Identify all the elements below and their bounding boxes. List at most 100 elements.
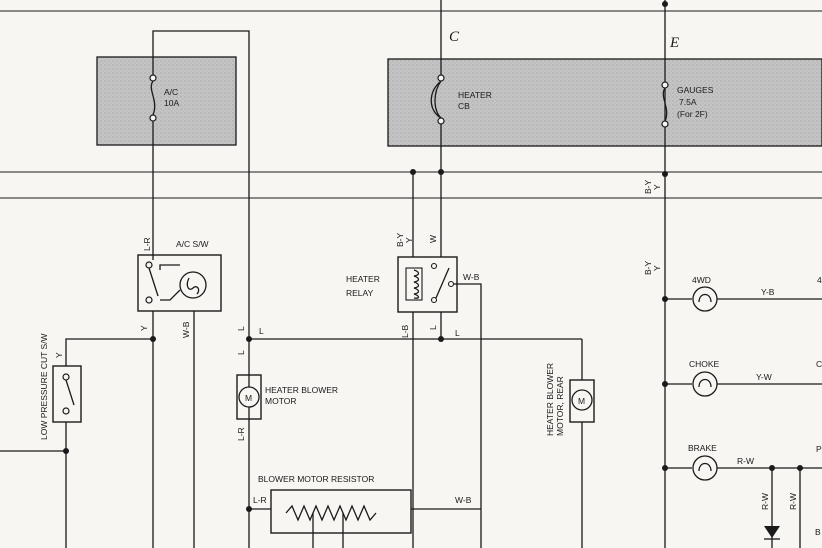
- bus-label-e: E: [669, 35, 679, 51]
- wire-color-rw: R-W: [760, 493, 770, 510]
- wire-color-l: L: [455, 328, 460, 338]
- edge-mark: B: [815, 527, 821, 537]
- lamp-filament: [698, 462, 712, 472]
- bus-label-c: C: [449, 29, 460, 45]
- heater-blower-motor-label: MOTOR: [265, 396, 296, 406]
- wire-color-wb: W-B: [455, 495, 472, 505]
- lamp-choke-icon: [692, 371, 718, 397]
- motor-symbol: M: [245, 393, 252, 403]
- gauges-fuse-label: GAUGES: [677, 85, 714, 95]
- lamp-brake-label: BRAKE: [688, 443, 717, 453]
- wire-color-w: W: [428, 235, 438, 243]
- wire-color-rw: R-W: [788, 493, 798, 510]
- relay-wb-wire: [454, 283, 482, 548]
- resistor-zigzag: [285, 504, 377, 522]
- edge-mark: P: [816, 444, 822, 454]
- gauges-fuse-rating: 7.5A: [679, 97, 697, 107]
- heater-cb-symbol: [430, 80, 442, 119]
- wire-color-rw: R-W: [737, 456, 754, 466]
- wire-color-by: B-Y: [643, 180, 653, 195]
- heater-blower-motor-rear-label: HEATER BLOWER: [545, 363, 555, 436]
- lamp-filament: [698, 293, 712, 303]
- switch-terminal: [145, 261, 153, 269]
- wire-color-wb: W-B: [181, 321, 191, 338]
- ac-switch-indicator-filament: [186, 277, 200, 295]
- wire-color-l: L: [236, 326, 246, 331]
- low-pressure-switch-label: LOW PRESSURE CUT S/W: [39, 333, 49, 440]
- relay-terminal: [447, 280, 455, 288]
- ac-fuse-feed-wire: [152, 30, 250, 548]
- lamp-brake-icon: [692, 455, 718, 481]
- ac-fuse-rating: 10A: [164, 98, 179, 108]
- gauges-fuse-note: (For 2F): [677, 109, 708, 119]
- wire-color-wb: W-B: [463, 272, 480, 282]
- wire-color-y: Y: [54, 352, 64, 358]
- junction-dot: [246, 336, 252, 342]
- ac-fuse-label: A/C: [164, 87, 178, 97]
- blower-motor-resistor-box: [270, 489, 412, 534]
- edge-mark: C: [816, 359, 822, 369]
- low-pressure-feed-wire: [65, 338, 153, 366]
- motor-icon: [571, 389, 593, 411]
- ac-fuse-symbol: [150, 80, 156, 116]
- fuse-terminal: [661, 81, 669, 89]
- relay-terminal: [430, 296, 438, 304]
- fuse-terminal: [149, 114, 157, 122]
- heater-blower-motor-rear-label: MOTOR, REAR: [555, 376, 565, 436]
- cb-terminal: [437, 74, 445, 82]
- wire-color-lr: L-R: [236, 427, 246, 441]
- lamp-4wd-icon: [692, 286, 718, 312]
- lamp-4wd-label: 4WD: [692, 275, 711, 285]
- wire-color-by: B-Y: [395, 233, 405, 248]
- heater-relay-label: RELAY: [346, 288, 374, 298]
- ac-switch-contact: [148, 267, 159, 297]
- wire-color-l: L: [236, 350, 246, 355]
- wire-color-yw: Y-W: [756, 372, 772, 382]
- heater-cb-symbol: [434, 80, 442, 119]
- junction-dot: [410, 169, 416, 175]
- blower-motor-resistor-label: BLOWER MOTOR RESISTOR: [258, 474, 374, 484]
- cb-terminal: [437, 117, 445, 125]
- motor-icon: [238, 386, 260, 408]
- relay-contact: [435, 267, 450, 299]
- heater-cb-label: HEATER: [458, 90, 492, 100]
- motor-symbol: M: [578, 396, 585, 406]
- wire-color-y: Y: [652, 184, 662, 190]
- junction-dot: [662, 171, 668, 177]
- fuse-terminal: [149, 74, 157, 82]
- relay-coil-icon: [405, 267, 423, 301]
- wire-color-y: Y: [652, 265, 662, 271]
- relay-terminal: [430, 262, 438, 270]
- ac-switch-indicator-icon: [179, 271, 207, 299]
- heater-blower-motor-box: [236, 374, 262, 420]
- switch-terminal: [62, 373, 70, 381]
- wire-color-l: L: [428, 325, 438, 330]
- low-pressure-switch-contact: [65, 379, 75, 406]
- wire-color-yb: Y-B: [761, 287, 775, 297]
- lamp-filament: [698, 378, 712, 388]
- wire-color-l: L: [259, 326, 264, 336]
- ac-switch-label: A/C S/W: [176, 239, 209, 249]
- ac-switch-indicator-wire: [160, 289, 181, 301]
- wire-color-by: B-Y: [643, 261, 653, 276]
- wire-color-y: Y: [404, 237, 414, 243]
- heater-gauges-fuse-box: [387, 58, 822, 147]
- switch-terminal: [145, 296, 153, 304]
- edge-mark: 4: [817, 275, 822, 285]
- lamp-choke-label: CHOKE: [689, 359, 720, 369]
- ac-switch-indicator-wire: [159, 264, 180, 270]
- fuse-terminal: [661, 120, 669, 128]
- heater-cb-rating: CB: [458, 101, 470, 111]
- gauges-fuse-symbol: [662, 87, 668, 122]
- diode-icon: [764, 526, 780, 538]
- junction-dot: [662, 1, 668, 7]
- wire-color-lr: L-R: [142, 237, 152, 251]
- switch-terminal: [62, 407, 70, 415]
- heater-blower-motor-label: HEATER BLOWER: [265, 385, 338, 395]
- wire-color-lb: L-B: [400, 324, 410, 338]
- wire-color-y: Y: [139, 325, 149, 331]
- wire-color-lr: L-R: [253, 495, 267, 505]
- ac-switch-box: [137, 254, 222, 312]
- low-pressure-switch-box: [52, 365, 82, 423]
- relay-coil-winding: [413, 269, 420, 299]
